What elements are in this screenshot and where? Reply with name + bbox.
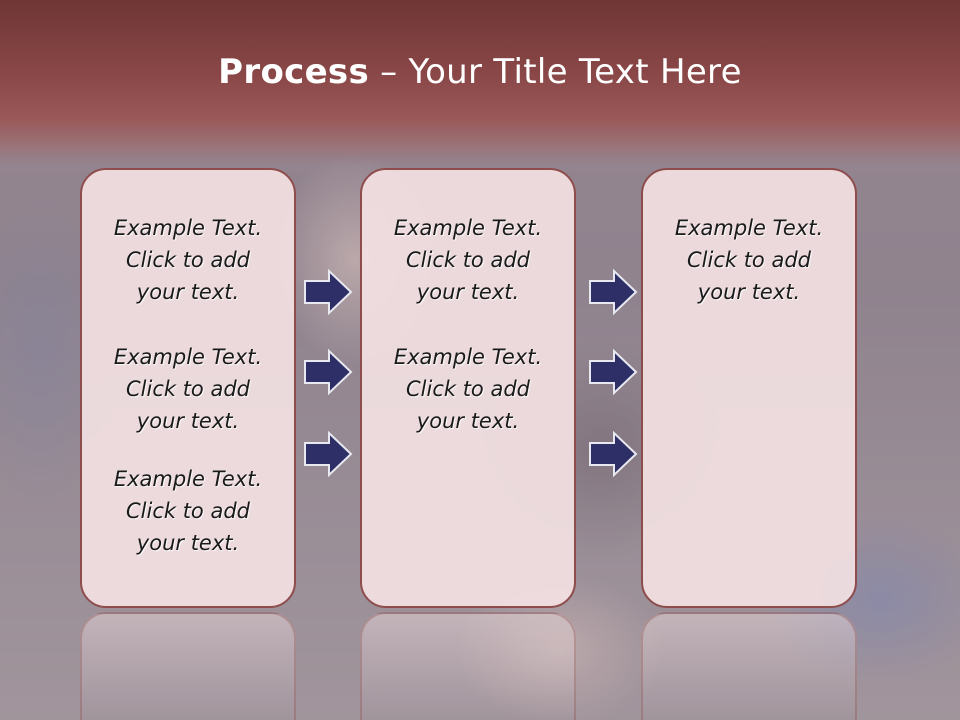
- text-block[interactable]: Example Text. Click to add your text.: [82, 341, 294, 437]
- text-line: Example Text.: [113, 345, 263, 369]
- text-line: Click to add: [405, 248, 530, 272]
- text-line: Example Text.: [393, 216, 543, 240]
- text-line: Example Text.: [393, 345, 543, 369]
- right-arrow-icon: [588, 269, 638, 315]
- text-line: Click to add: [405, 377, 530, 401]
- text-line: your text.: [136, 531, 240, 555]
- process-column-1[interactable]: Example Text. Click to add your text. Ex…: [80, 168, 296, 608]
- right-arrow-icon: [588, 431, 638, 477]
- text-line: your text.: [697, 280, 801, 304]
- text-line: Example Text.: [674, 216, 824, 240]
- text-line: Click to add: [125, 377, 250, 401]
- slide-title[interactable]: Process – Your Title Text Here: [0, 52, 960, 92]
- text-line: your text.: [416, 409, 520, 433]
- right-arrow-icon: [588, 349, 638, 395]
- column-1-reflection: [80, 612, 296, 720]
- title-rest-part: – Your Title Text Here: [369, 52, 742, 92]
- process-column-3[interactable]: Example Text. Click to add your text.: [641, 168, 857, 608]
- column-3-reflection: [641, 612, 857, 720]
- text-block[interactable]: Example Text. Click to add your text.: [82, 463, 294, 559]
- text-line: Click to add: [125, 499, 250, 523]
- right-arrow-icon: [303, 349, 353, 395]
- text-line: your text.: [416, 280, 520, 304]
- text-block[interactable]: Example Text. Click to add your text.: [362, 341, 574, 437]
- text-block[interactable]: Example Text. Click to add your text.: [643, 212, 855, 308]
- text-block[interactable]: Example Text. Click to add your text.: [82, 212, 294, 308]
- title-bold-part: Process: [218, 52, 370, 92]
- right-arrow-icon: [303, 269, 353, 315]
- text-line: Example Text.: [113, 216, 263, 240]
- text-block[interactable]: Example Text. Click to add your text.: [362, 212, 574, 308]
- text-line: Click to add: [686, 248, 811, 272]
- text-line: your text.: [136, 280, 240, 304]
- right-arrow-icon: [303, 431, 353, 477]
- text-line: your text.: [136, 409, 240, 433]
- title-band: [0, 0, 960, 165]
- process-column-2[interactable]: Example Text. Click to add your text. Ex…: [360, 168, 576, 608]
- column-2-reflection: [360, 612, 576, 720]
- text-line: Click to add: [125, 248, 250, 272]
- text-line: Example Text.: [113, 467, 263, 491]
